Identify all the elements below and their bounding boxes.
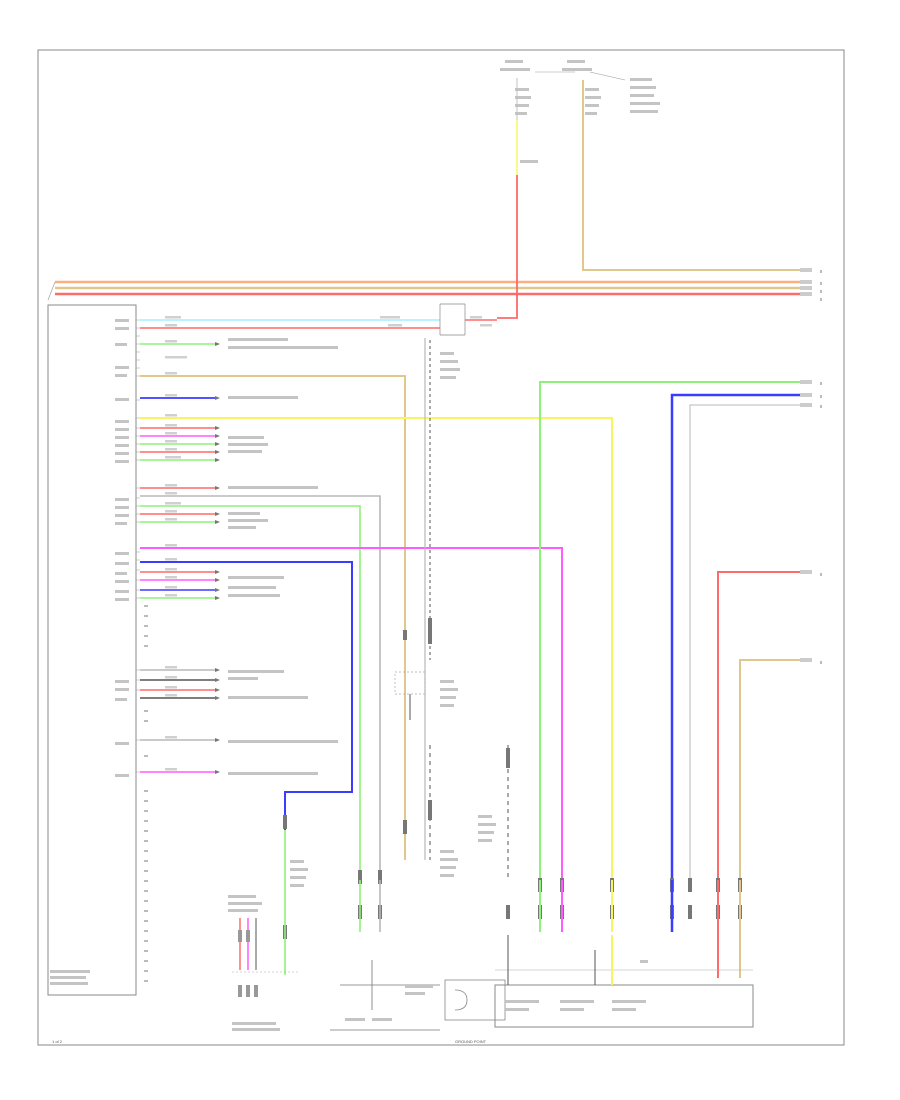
page-label: 1 of 2 xyxy=(52,1039,63,1044)
wire-codes xyxy=(165,316,492,771)
sensor-connector xyxy=(228,895,300,1031)
wire-arrows xyxy=(215,342,220,774)
harness-top xyxy=(55,280,812,296)
ecu-wires xyxy=(140,319,613,880)
splice-connector-top xyxy=(439,303,466,336)
right-connectors xyxy=(800,268,822,664)
ground-module xyxy=(330,960,440,1031)
ecu-pin-ticks xyxy=(136,319,140,773)
ecu-module-box xyxy=(47,304,137,996)
junction-box xyxy=(394,671,426,695)
fuse-labels xyxy=(500,60,660,163)
right-wires xyxy=(539,381,812,880)
diagram-frame xyxy=(37,49,845,1046)
harness-leader xyxy=(47,281,56,301)
wire-red-fuse xyxy=(497,175,518,319)
destination-labels xyxy=(228,338,338,775)
lower-green-wires xyxy=(284,830,741,978)
fuse-leader xyxy=(589,71,626,81)
ecu-pin-labels xyxy=(50,319,129,985)
wire-tan-top xyxy=(582,80,812,271)
lower-right-module xyxy=(444,935,754,1028)
ecu-pin-numbers xyxy=(144,605,148,982)
splice-labels xyxy=(290,352,496,887)
ground-label: GROUND POINT xyxy=(455,1039,487,1044)
